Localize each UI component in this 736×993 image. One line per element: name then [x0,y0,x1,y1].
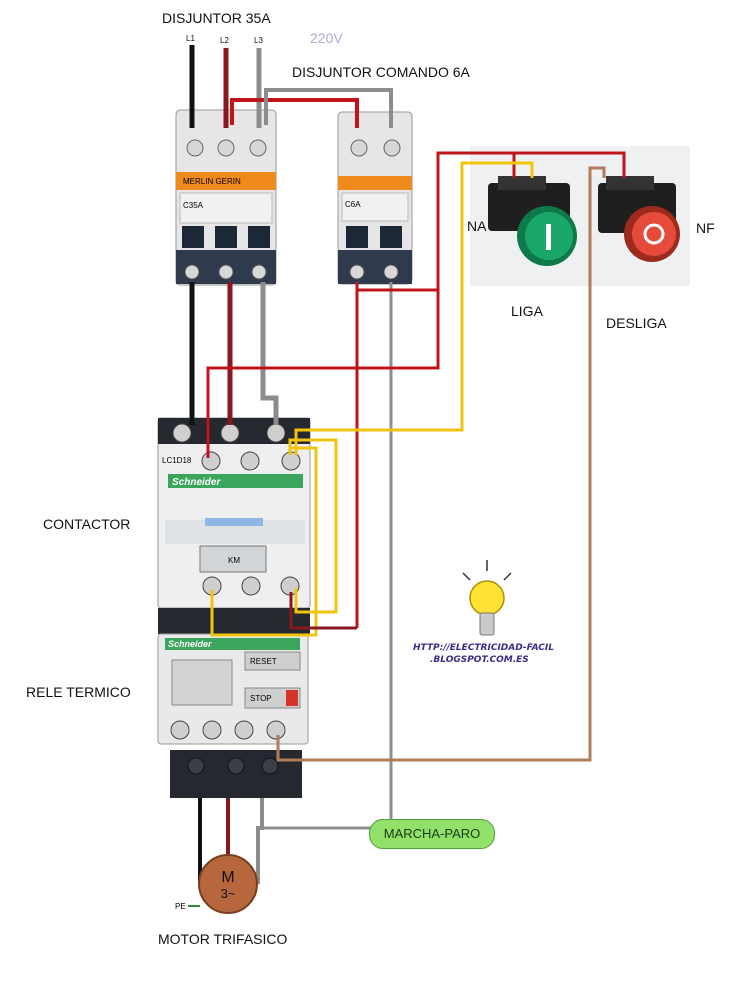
command-breaker: C6A [337,111,413,285]
na-label: NA [467,218,487,234]
relay-stop-label: STOP [250,694,272,703]
button-liga [488,176,577,266]
thermal-relay: Schneider RESET STOP [157,633,309,798]
contactor-km-label: KM [228,556,240,565]
phase-l2-label: L2 [220,36,229,45]
contactor-brand: Schneider [172,477,221,488]
marcha-paro-badge: MARCHA-PARO [369,819,495,849]
motor-symbol-3: 3~ [221,886,236,901]
contactor-label: CONTACTOR [43,516,131,532]
pe-label: PE [175,902,186,911]
blog-url-line2: .BLOGSPOT.COM.ES [430,655,529,665]
relay-reset-label: RESET [250,657,277,666]
main-breaker-brand: MERLIN GERIN [183,177,241,186]
button-desliga [598,176,680,262]
main-breaker-rating: C35A [183,201,204,210]
lightbulb-icon [462,560,512,636]
liga-label: LIGA [511,303,543,319]
thermal-relay-label: RELE TERMICO [26,684,131,700]
blog-url-line1: HTTP://ELECTRICIDAD-FACIL [413,643,554,653]
desliga-label: DESLIGA [606,315,667,331]
contactor: LC1D18 Schneider KM [157,417,311,634]
command-breaker-rating: C6A [345,200,361,209]
nf-label: NF [696,220,715,236]
phase-l1-label: L1 [186,34,195,43]
motor-label: MOTOR TRIFASICO [158,931,288,947]
motor: M 3~ [198,854,258,914]
contactor-model: LC1D18 [162,456,192,465]
voltage-label: 220V [310,30,343,46]
relay-brand: Schneider [168,639,212,649]
command-breaker-label: DISJUNTOR COMANDO 6A [292,64,470,80]
phase-l3-label: L3 [254,36,263,45]
main-breaker-label: DISJUNTOR 35A [162,10,271,26]
motor-symbol-m: M [221,869,234,886]
main-breaker: MERLIN GERIN C35A [175,109,277,286]
